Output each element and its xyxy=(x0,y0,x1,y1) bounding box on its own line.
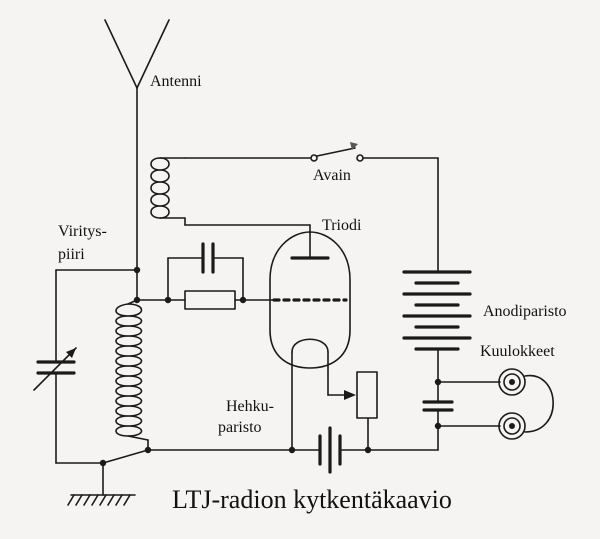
filament-battery xyxy=(147,417,439,474)
headphones-label: Kuulokkeet xyxy=(480,343,555,360)
feedback-coil xyxy=(150,157,311,226)
antenna-label: Antenni xyxy=(150,73,202,90)
antenna-symbol xyxy=(104,19,170,271)
anode-battery xyxy=(402,157,472,451)
key-switch xyxy=(310,142,439,162)
grid-leak xyxy=(136,242,275,310)
filament-label-line2: paristo xyxy=(218,419,262,436)
anode-battery-label: Anodiparisto xyxy=(483,303,567,320)
key-label: Avain xyxy=(313,167,351,184)
triode-tube xyxy=(269,231,351,451)
triode-label: Triodi xyxy=(322,217,362,234)
filament-label-line1: Hehku- xyxy=(226,398,274,415)
rheostat xyxy=(327,367,378,419)
junction-dots xyxy=(99,266,442,467)
tuning-circuit xyxy=(33,269,138,506)
tuning-label-line1: Viritys- xyxy=(58,223,107,240)
headphones xyxy=(437,368,554,440)
tuning-label-line2: piiri xyxy=(58,246,85,263)
diagram-title: LTJ-radion kytkentäkaavio xyxy=(172,485,452,514)
tuning-coil xyxy=(102,269,149,464)
